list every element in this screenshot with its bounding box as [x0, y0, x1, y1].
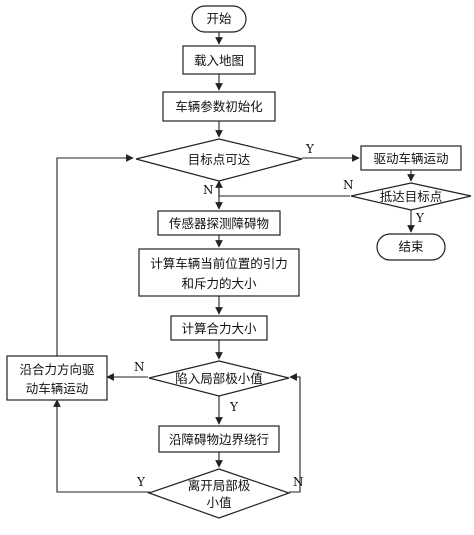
node-sensor-detect: 传感器探测障碍物 [157, 210, 281, 236]
leave-min-label-line1: 离开局部极 [188, 478, 251, 493]
end-terminal [376, 233, 446, 261]
edge-reach-no-loop [215, 180, 350, 197]
drive-resultant-label-line1: 沿合力方向驱 [19, 362, 94, 377]
calc-resultant-box [170, 315, 268, 341]
sensor-detect-box [157, 210, 281, 236]
edge-labels: Y N N Y N Y Y N [134, 142, 425, 489]
edge-leave-yes [53, 399, 150, 493]
drive-resultant-box [6, 355, 108, 401]
node-drive-vehicle: 驱动车辆运动 [360, 145, 462, 171]
node-calc-forces: 计算车辆当前位置的引力 和斥力的大小 [138, 248, 300, 297]
along-obstacle-box [158, 425, 280, 453]
drive-resultant-label-line2: 动车辆运动 [26, 381, 89, 396]
node-init-params: 车辆参数初始化 [162, 91, 276, 122]
node-reach-target: 抵达目标点 [350, 182, 472, 211]
drive-vehicle-label: 驱动车辆运动 [373, 151, 448, 166]
calc-forces-label-line1: 计算车辆当前位置的引力 [150, 256, 288, 271]
target-reachable-label: 目标点可达 [188, 152, 251, 167]
along-obstacle-label: 沿障碍物边界绕行 [169, 432, 269, 447]
edge-drive-resultant-loop [56, 154, 134, 356]
end-label: 结束 [398, 239, 424, 254]
calc-forces-box [138, 248, 300, 297]
calc-resultant-label: 计算合力大小 [181, 321, 257, 336]
start-terminal [191, 5, 247, 33]
start-label: 开始 [206, 11, 232, 26]
node-start: 开始 [191, 5, 247, 33]
label-leave-no: N [293, 475, 304, 489]
calc-forces-label-line2: 和斥力的大小 [181, 276, 257, 291]
local-min-label: 陷入局部极小值 [175, 371, 263, 386]
node-drive-resultant: 沿合力方向驱 动车辆运动 [6, 355, 108, 401]
reach-target-diamond [350, 182, 472, 211]
local-min-diamond [148, 360, 290, 397]
node-target-reachable: 目标点可达 [135, 138, 303, 182]
node-leave-min: 离开局部极 小值 [147, 468, 291, 519]
node-along-obstacle: 沿障碍物边界绕行 [158, 425, 280, 453]
label-reach-no: N [343, 178, 354, 192]
label-reach-yes: Y [415, 211, 425, 225]
init-params-box [162, 91, 276, 122]
label-local-no: N [134, 360, 145, 374]
node-load-map: 载入地图 [182, 45, 256, 75]
edge-leave-no-loop [289, 373, 301, 493]
load-map-box [182, 45, 256, 75]
label-target-no: N [203, 183, 214, 197]
label-target-yes: Y [305, 142, 315, 156]
label-leave-yes: Y [136, 475, 146, 489]
node-local-min: 陷入局部极小值 [148, 360, 290, 397]
label-local-yes: Y [229, 400, 239, 414]
edges [53, 32, 415, 493]
target-reachable-diamond [135, 138, 303, 182]
init-params-label: 车辆参数初始化 [175, 99, 263, 114]
node-calc-resultant: 计算合力大小 [170, 315, 268, 341]
load-map-label: 载入地图 [194, 53, 244, 68]
node-end: 结束 [376, 233, 446, 261]
leave-min-diamond [147, 468, 291, 519]
reach-target-label: 抵达目标点 [380, 189, 443, 204]
drive-vehicle-box [360, 145, 462, 171]
sensor-detect-label: 传感器探测障碍物 [169, 216, 269, 231]
leave-min-label-line2: 小值 [206, 495, 231, 510]
